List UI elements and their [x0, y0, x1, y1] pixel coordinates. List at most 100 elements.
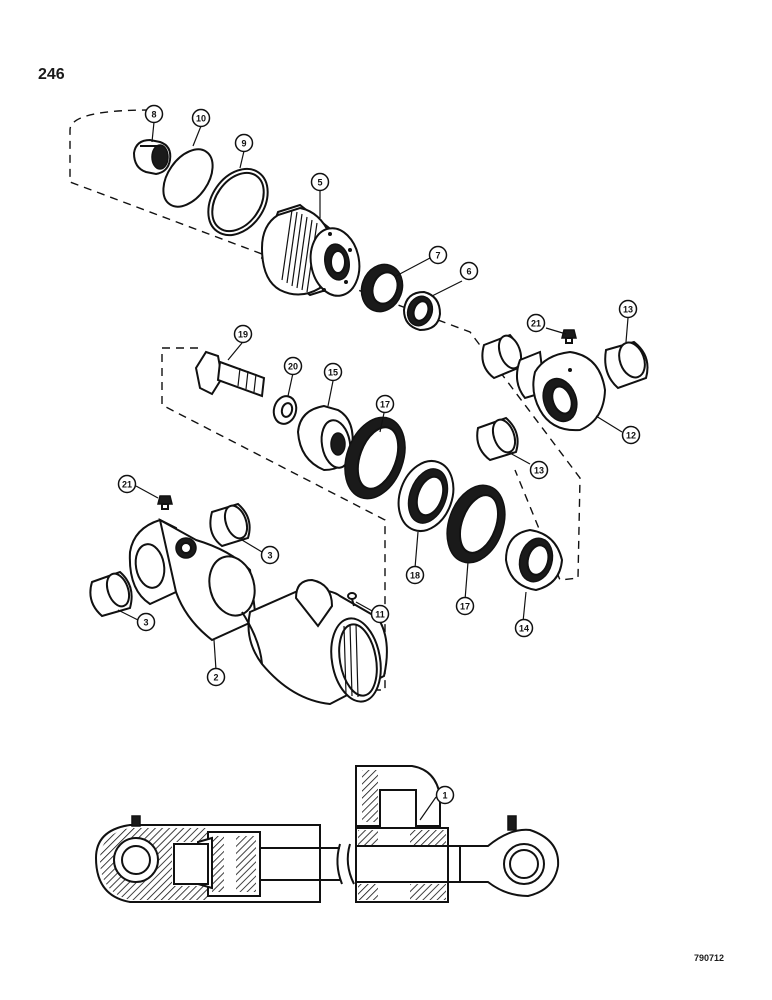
callout-label: 11 [375, 610, 385, 620]
callout-2: 2 [206, 667, 226, 687]
callout-10: 10 [191, 108, 211, 128]
callout-11: 11 [370, 604, 390, 624]
callout-circle [323, 362, 343, 382]
callout-circle [233, 324, 253, 344]
part-seal-6 [402, 290, 442, 332]
figure-id: 790712 [694, 953, 725, 963]
part-grease-fitting-21-lower [157, 495, 173, 510]
part-bushing-13-upper [481, 333, 523, 380]
callout-13: 13 [529, 460, 549, 480]
callout-label: 13 [623, 305, 633, 315]
callout-circle [370, 604, 390, 624]
callout-circle [455, 596, 475, 616]
upper-group-outline [69, 109, 581, 581]
callout-circle [191, 108, 211, 128]
part-wear-ring-18 [397, 460, 455, 532]
callout-label: 17 [460, 602, 470, 612]
callout-3: 3 [136, 612, 156, 632]
part-piston-seal-17-upper [344, 416, 406, 500]
callout-label: 14 [519, 624, 529, 634]
callout-21: 21 [117, 474, 137, 494]
callout-label: 20 [288, 362, 298, 372]
callout-circle [428, 245, 448, 265]
part-nut-14 [504, 528, 564, 592]
callout-circle [117, 474, 137, 494]
callout-6: 6 [459, 261, 479, 281]
part-bolt-19 [194, 350, 266, 398]
callout-circle [206, 667, 226, 687]
callout-circle [529, 460, 549, 480]
callout-label: 9 [241, 139, 246, 149]
callout-circle [375, 394, 395, 414]
callout-21: 21 [526, 313, 546, 333]
callout-label: 3 [267, 551, 272, 561]
part-screw-11 [347, 592, 357, 607]
callout-5: 5 [310, 172, 330, 192]
callout-3: 3 [260, 545, 280, 565]
callout-circle [260, 545, 280, 565]
callout-17: 17 [455, 596, 475, 616]
part-piston-15 [296, 404, 354, 472]
callout-circle [234, 133, 254, 153]
callout-15: 15 [323, 362, 343, 382]
callout-label: 1 [442, 791, 447, 801]
callout-label: 3 [143, 618, 148, 628]
part-wiper-8 [132, 138, 172, 176]
callout-label: 12 [626, 431, 636, 441]
leader-lines [117, 121, 629, 821]
callout-label: 21 [122, 480, 132, 490]
part-bushing-13-middle [476, 416, 519, 462]
part-ring-9 [207, 167, 269, 237]
callout-circle [310, 172, 330, 192]
assembled-cylinder-section [94, 765, 560, 903]
callout-circle [526, 313, 546, 333]
callout-label: 13 [534, 466, 544, 476]
callout-circle [405, 565, 425, 585]
callout-circle [136, 612, 156, 632]
callout-circle [144, 104, 164, 124]
callout-circle [459, 261, 479, 281]
callout-20: 20 [283, 356, 303, 376]
callout-label: 17 [380, 400, 390, 410]
part-cylinder-barrel-2 [128, 518, 388, 706]
callout-9: 9 [234, 133, 254, 153]
callout-label: 19 [238, 330, 248, 340]
part-rod-eye-12 [515, 350, 607, 432]
callout-label: 7 [435, 251, 440, 261]
callout-circle [621, 425, 641, 445]
callout-19: 19 [233, 324, 253, 344]
part-bushing-13-right [604, 340, 649, 390]
callout-1: 1 [435, 785, 455, 805]
page-number: 246 [38, 66, 65, 83]
part-gland-5 [260, 203, 361, 297]
callout-label: 8 [151, 110, 156, 120]
callout-7: 7 [428, 245, 448, 265]
callout-circle [283, 356, 303, 376]
callout-circle [618, 299, 638, 319]
part-oring-10 [162, 148, 214, 208]
callout-label: 21 [531, 319, 541, 329]
part-washer-20 [272, 395, 298, 425]
callout-8: 8 [144, 104, 164, 124]
part-seal-7 [360, 263, 404, 313]
part-bushing-3-upper [209, 502, 251, 548]
callout-label: 10 [196, 114, 206, 124]
callout-circle [435, 785, 455, 805]
callout-label: 6 [466, 267, 471, 277]
part-bushing-3-lower [89, 570, 133, 618]
lower-group-outline [161, 347, 386, 691]
callout-label: 18 [410, 571, 420, 581]
part-piston-seal-17-lower [446, 484, 506, 564]
callout-17: 17 [375, 394, 395, 414]
callout-label: 15 [328, 368, 338, 378]
callout-label: 2 [213, 673, 218, 683]
part-grease-fitting-21-top [561, 329, 577, 344]
callout-12: 12 [621, 425, 641, 445]
callout-label: 5 [317, 178, 322, 188]
callout-13: 13 [618, 299, 638, 319]
callout-circle [514, 618, 534, 638]
callout-14: 14 [514, 618, 534, 638]
callout-18: 18 [405, 565, 425, 585]
